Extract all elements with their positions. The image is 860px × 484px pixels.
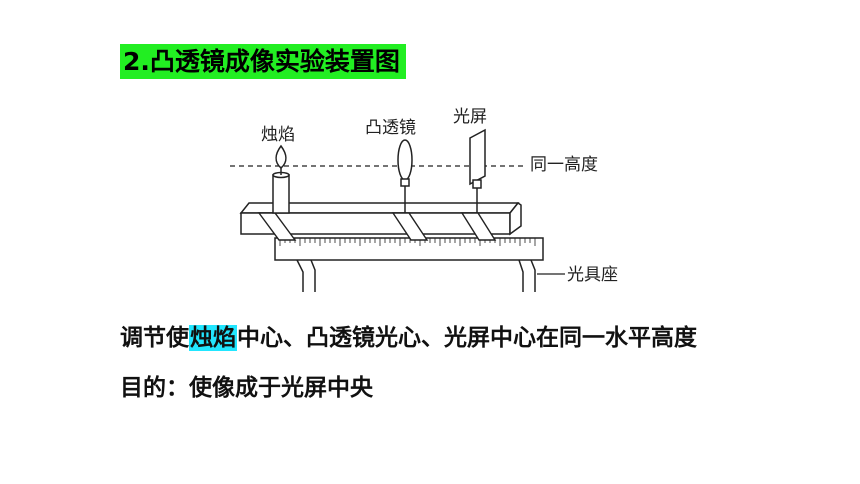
convex-lens xyxy=(397,139,413,213)
label-same-height: 同一高度 xyxy=(530,155,598,175)
purpose-line: 目的：使像成于光屏中央 xyxy=(120,375,373,401)
label-candle: 烛焰 xyxy=(261,125,295,145)
label-screen: 光屏 xyxy=(453,107,487,127)
optical-rail xyxy=(239,201,522,236)
slide-title: 2.凸透镜成像实验装置图 xyxy=(120,44,406,79)
label-lens: 凸透镜 xyxy=(365,118,416,138)
label-optical-bench: 光具座 xyxy=(567,265,618,285)
light-screen xyxy=(469,128,486,213)
convex-lens-experiment-diagram: 烛焰 凸透镜 光屏 同一高度 光具座 xyxy=(230,107,618,292)
bench-legs xyxy=(296,259,536,292)
candle xyxy=(272,166,290,214)
ruler xyxy=(274,237,544,261)
instruction-line: 调节使烛焰中心、凸透镜光心、光屏中心在同一水平高度 xyxy=(120,318,697,358)
flame-icon xyxy=(275,144,287,169)
instruction-post: 中心、凸透镜光心、光屏中心在同一水平高度 xyxy=(237,325,697,351)
highlighted-candle-term: 烛焰 xyxy=(189,325,237,351)
slider-blocks xyxy=(257,212,497,241)
instruction-pre: 调节使 xyxy=(120,325,189,351)
